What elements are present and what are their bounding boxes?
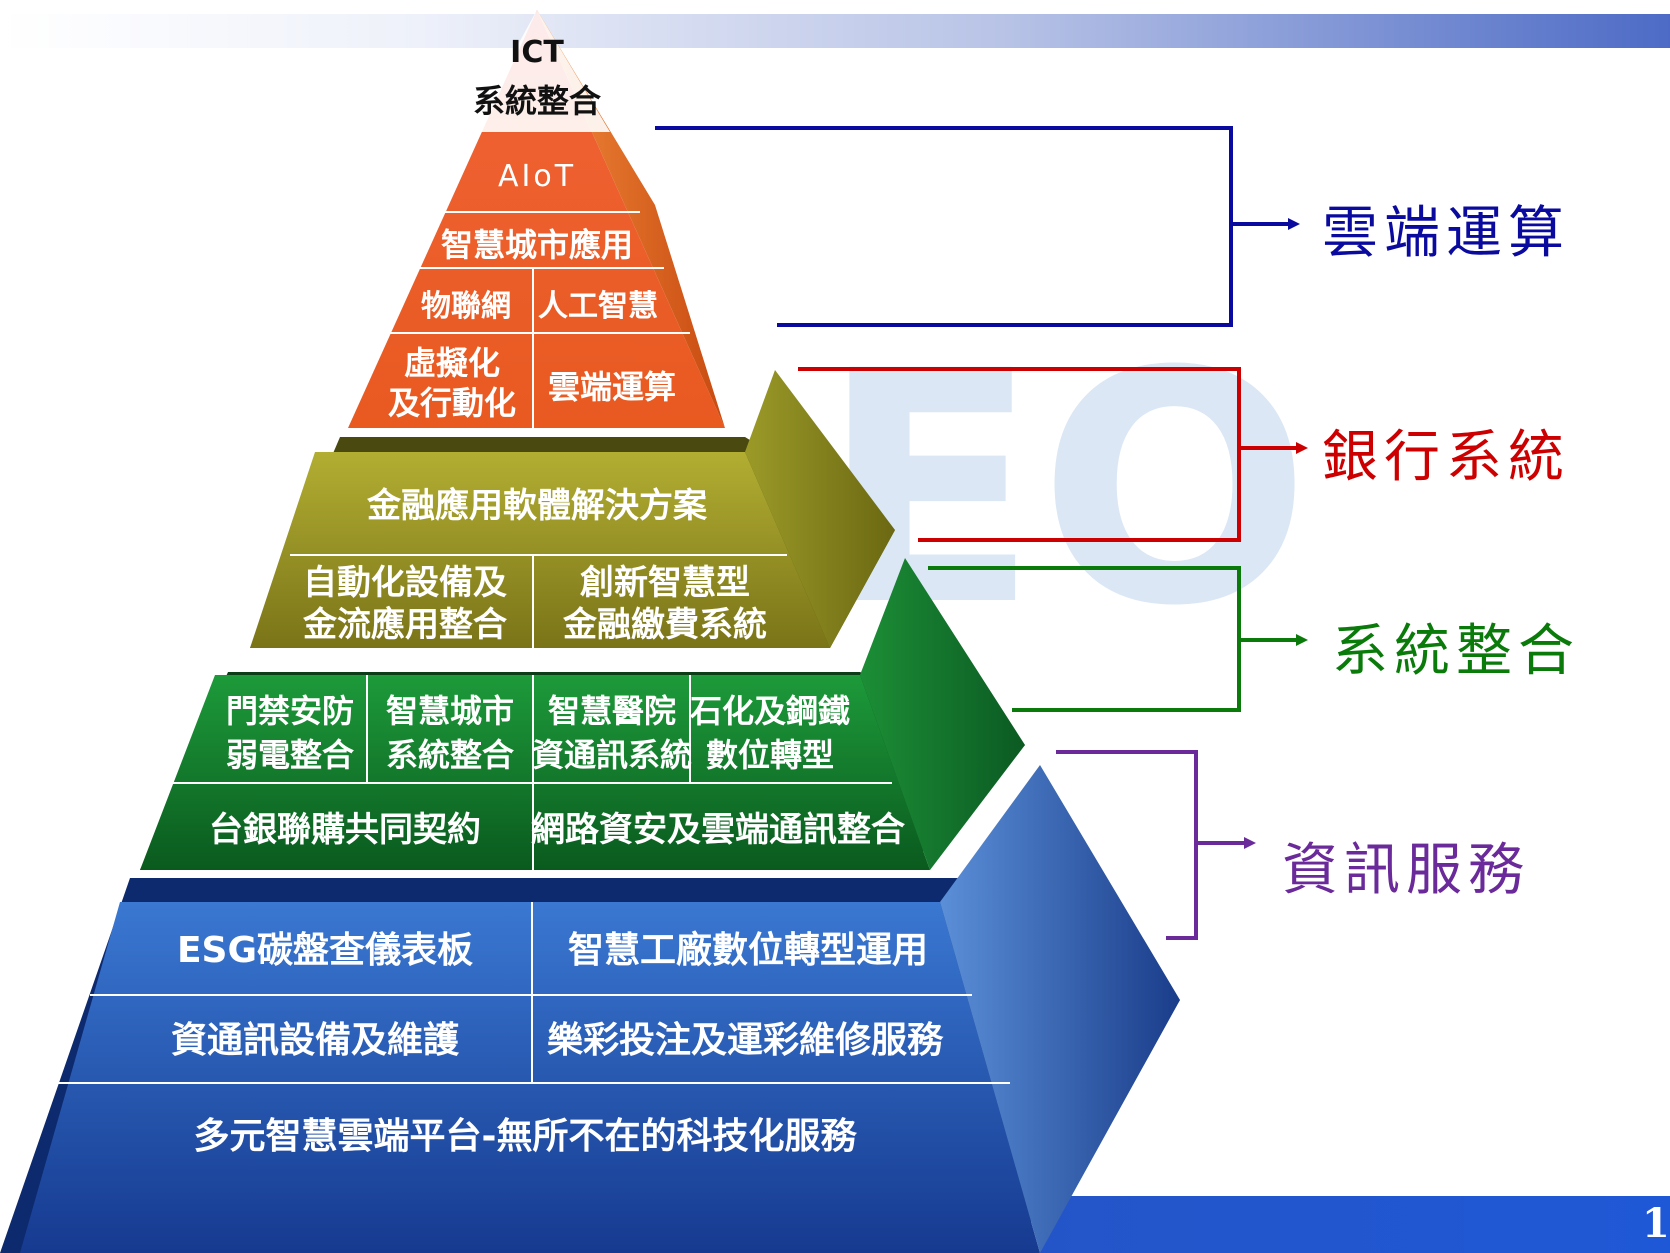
bank-tier-front	[250, 452, 830, 648]
top-banner-bar	[0, 14, 1670, 48]
cloud-computing-label: 雲端運算	[548, 368, 676, 406]
service-tier-front	[20, 902, 1040, 1253]
ai-label: 人工智慧	[538, 289, 658, 324]
page-number: 1	[1642, 1200, 1670, 1247]
automation-label-1: 自動化設備及	[303, 563, 507, 603]
integration-tier: 門禁安防 弱電整合 智慧城市 系統整合 智慧醫院 資通訊系統 石化及鋼鐵 數位轉…	[140, 558, 1025, 870]
petro-label-2: 數位轉型	[706, 736, 834, 774]
esg-label: ESG碳盤查儀表板	[177, 930, 473, 971]
arrow-right-icon	[1296, 442, 1308, 454]
lottery-label: 樂彩投注及運彩維修服務	[547, 1020, 944, 1061]
cloud-tier: ICT 系統整合 AIoT 智慧城市應用 物聯網 人工智慧 虛擬化 及行動化 雲…	[348, 10, 725, 428]
bank-bracket	[798, 367, 1308, 542]
integration-bracket	[928, 566, 1308, 712]
equipment-label: 資通訊設備及維護	[171, 1020, 460, 1061]
bank-tier-side	[745, 370, 895, 648]
platform-label: 多元智慧雲端平台-無所不在的科技化服務	[194, 1116, 858, 1157]
apex-label-2: 系統整合	[473, 82, 601, 120]
smartcity-label-1: 智慧城市	[386, 692, 514, 730]
payment-label-1: 創新智慧型	[580, 563, 750, 603]
service-bracket	[1056, 750, 1256, 940]
integration-tier-side	[860, 558, 1025, 870]
bottom-banner-bar	[1040, 1196, 1670, 1253]
service-tier: ESG碳盤查儀表板 智慧工廠數位轉型運用 資通訊設備及維護 樂彩投注及運彩維修服…	[0, 765, 1180, 1253]
network-label: 網路資安及雲端通訊整合	[531, 810, 905, 850]
petro-label-1: 石化及鋼鐵	[689, 692, 850, 730]
integration-tier-front	[140, 675, 930, 870]
smart-city-app-label: 智慧城市應用	[441, 226, 633, 264]
service-tier-side	[940, 765, 1180, 1253]
apex-highlight	[470, 10, 610, 132]
payment-label-2: 金融繳費系統	[562, 605, 767, 645]
hospital-label-2: 資通訊系統	[532, 736, 692, 774]
cloud-side-label: 雲端運算	[1322, 201, 1570, 266]
bank-side-label: 銀行系統	[1322, 425, 1570, 490]
procurement-label: 台銀聯購共同契約	[209, 810, 481, 850]
aiot-label: AIoT	[498, 159, 576, 194]
cloud-tier-front	[348, 10, 725, 428]
fin-software-label: 金融應用軟體解決方案	[366, 486, 708, 526]
arrow-right-icon	[1244, 837, 1256, 849]
access-label-2: 弱電整合	[226, 736, 354, 774]
integration-side-label: 系統整合	[1332, 619, 1580, 684]
apex-label-1: ICT	[510, 35, 564, 70]
service-side-label: 資訊服務	[1282, 838, 1530, 903]
bank-tier: 金融應用軟體解決方案 自動化設備及 金流應用整合 創新智慧型 金融繳費系統	[250, 370, 895, 648]
automation-label-2: 金流應用整合	[302, 605, 507, 645]
iot-label: 物聯網	[421, 289, 511, 324]
factory-label: 智慧工廠數位轉型運用	[568, 929, 928, 971]
arrow-right-icon	[1296, 634, 1308, 646]
smartcity-label-2: 系統整合	[386, 736, 514, 774]
access-label-1: 門禁安防	[226, 692, 354, 730]
virtualization-label-1: 虛擬化	[404, 344, 500, 382]
cloud-bracket	[655, 126, 1300, 327]
hospital-label-1: 智慧醫院	[548, 692, 676, 730]
arrow-right-icon	[1288, 218, 1300, 230]
virtualization-label-2: 及行動化	[388, 384, 516, 422]
